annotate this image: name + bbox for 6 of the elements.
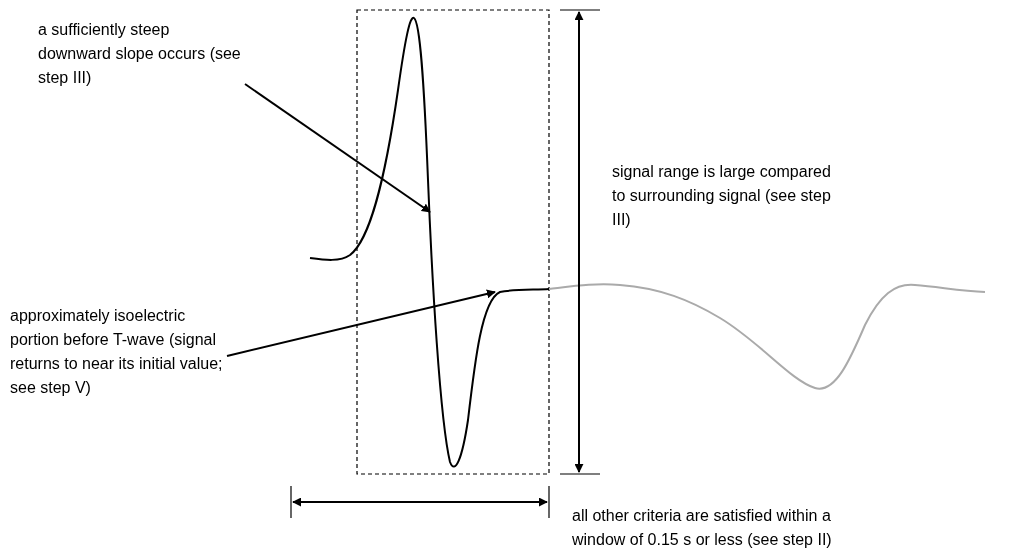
leader-arrow <box>244 83 431 213</box>
annotation-text: signal range is large compared to surrounding signal (see step III) <box>612 162 832 230</box>
leader-arrow <box>226 289 496 357</box>
annotation-text: approximately isoelectric portion before T-wave (signal returns to near its initial value; see step V) <box>10 304 225 400</box>
annotation-text: all other criteria are satisfied within a window of 0.15 s or less (see step II) <box>572 506 833 550</box>
annotation-text: a sufficiently steep downward slope occurs (see step III) <box>38 18 243 90</box>
